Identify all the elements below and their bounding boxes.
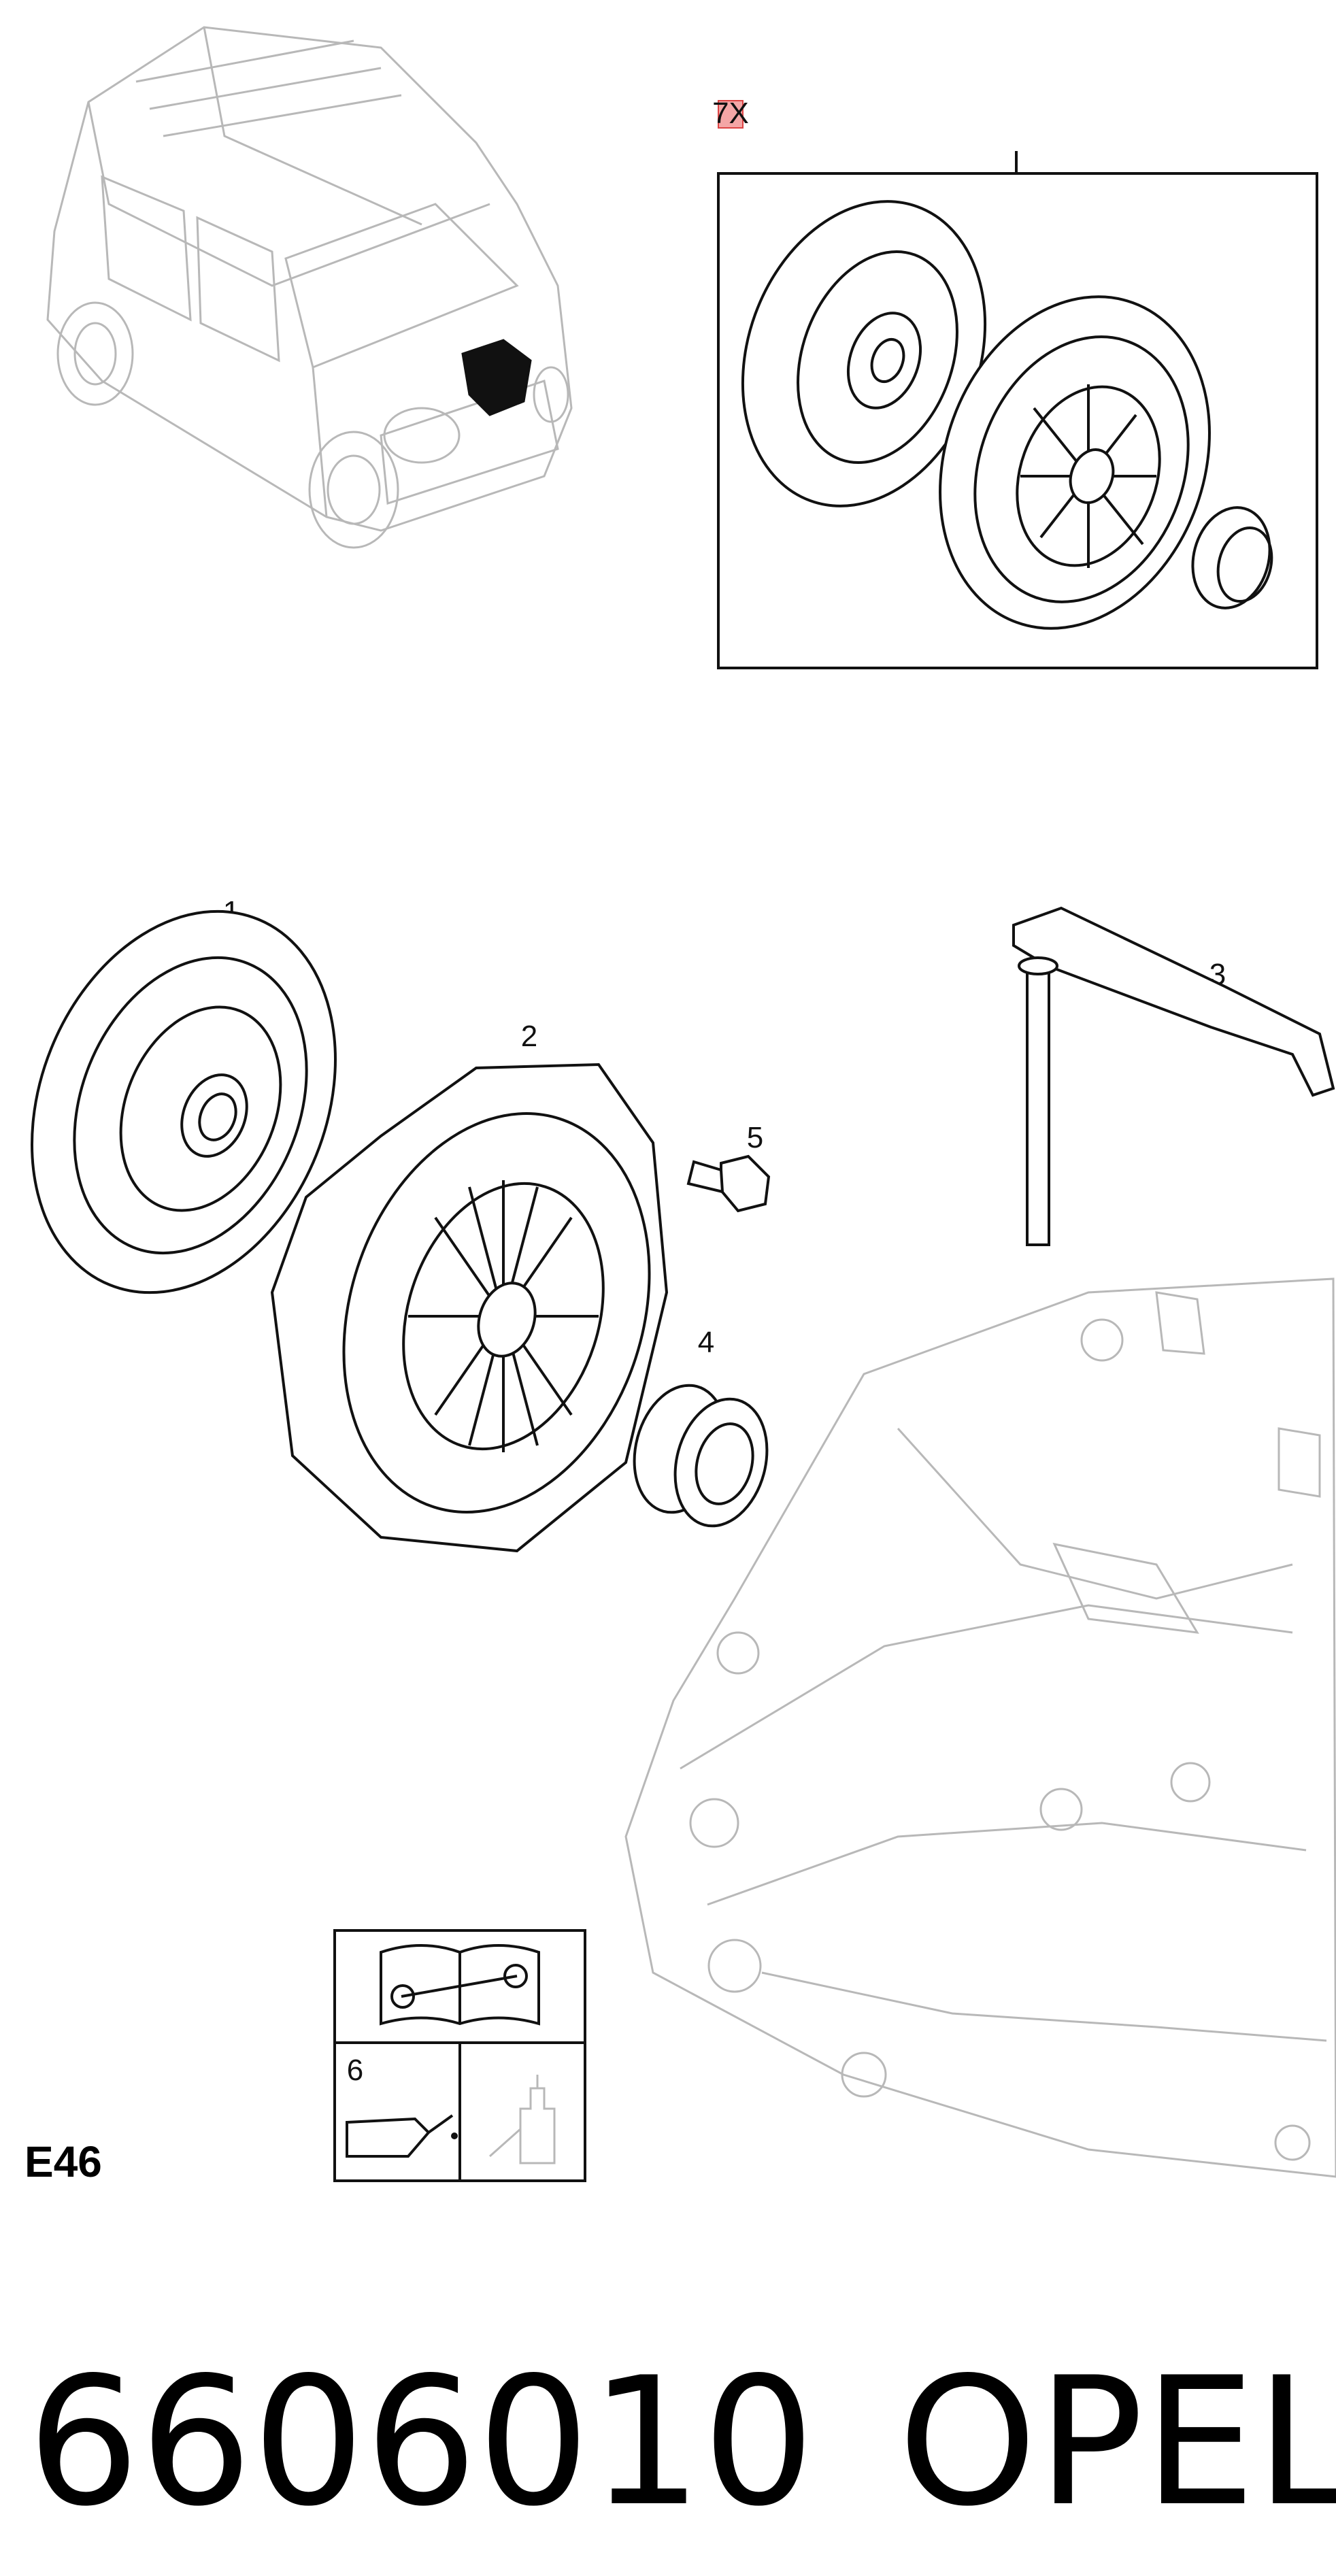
callout-6: 6	[347, 2054, 363, 2087]
release-fork: 3	[1012, 906, 1335, 1246]
bolt: 5	[686, 1121, 771, 1213]
clutch-location-marker	[461, 339, 532, 416]
grease-gun-icon	[489, 2075, 556, 2164]
book-wrench-icon	[380, 1944, 540, 2026]
group-code: E46	[24, 2137, 102, 2186]
callout-4: 4	[698, 1326, 714, 1359]
kit-release-bearing	[1191, 506, 1273, 609]
callout-2: 2	[521, 1020, 537, 1053]
vehicle-illustration	[46, 26, 573, 549]
transmission-housing-illustration	[624, 1277, 1336, 2178]
part-number: 6606010	[27, 2340, 815, 2545]
oil-can-icon	[346, 2114, 458, 2158]
clutch-disc: 1	[31, 895, 337, 1294]
brand-name: OPEL	[898, 2340, 1336, 2545]
pressure-plate: 2	[270, 1020, 669, 1553]
kit-callout-box	[718, 100, 744, 129]
release-bearing: 4	[633, 1326, 769, 1528]
service-info-box: 6	[333, 1929, 586, 2182]
clutch-kit-box: 7X	[712, 97, 1318, 669]
callout-5: 5	[747, 1121, 763, 1154]
kit-pressure-plate	[939, 295, 1211, 630]
kit-callout-label: 7X	[712, 97, 749, 130]
